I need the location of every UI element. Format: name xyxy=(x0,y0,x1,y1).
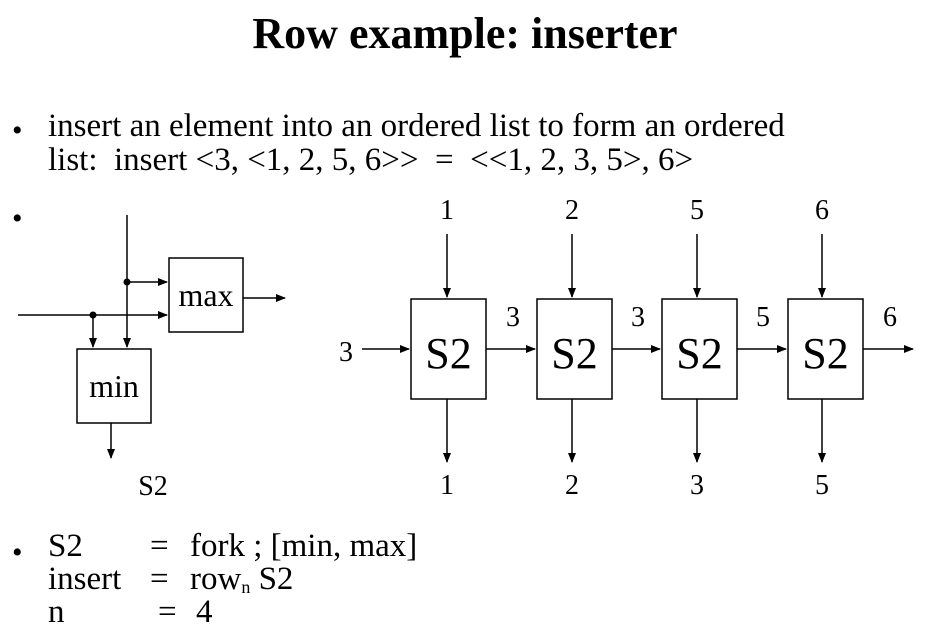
bottom-output-4: 5 xyxy=(815,470,829,501)
definition-n-value: 4 xyxy=(196,594,213,630)
s2-block-4-label: S2 xyxy=(802,329,848,378)
definition-n-eq: = xyxy=(158,594,177,630)
right-output-label: 6 xyxy=(883,302,897,333)
top-input-3: 5 xyxy=(690,195,704,226)
bullet-1-line-1: insert an element into an ordered list t… xyxy=(48,108,785,144)
definition-s2-eq: = xyxy=(150,528,169,564)
bullet-marker-3: • xyxy=(12,536,23,569)
s2-block-1-label: S2 xyxy=(425,329,471,378)
s2-block-2 xyxy=(536,298,613,400)
top-input-4: 6 xyxy=(815,195,829,226)
bottom-output-2: 2 xyxy=(565,470,579,501)
definition-insert-eq: = xyxy=(150,561,169,597)
s2-block-1 xyxy=(410,298,487,400)
s2-block-3 xyxy=(661,298,738,400)
max-label: max xyxy=(178,277,233,313)
fork-dot-vertical xyxy=(123,278,131,286)
inserter-chain: S2 S2 S2 S2 1 2 5 6 1 2 3 5 3 3 3 xyxy=(339,195,914,501)
s2-internal-diagram: max min S2 xyxy=(18,215,286,502)
definition-insert-value: rown S2 xyxy=(190,563,293,604)
link-label-2: 3 xyxy=(631,302,645,333)
bottom-output-1: 1 xyxy=(440,470,454,501)
max-box xyxy=(168,257,244,333)
definition-insert-name: insert xyxy=(48,561,122,597)
definition-s2-name: S2 xyxy=(48,528,83,564)
bottom-output-3: 3 xyxy=(690,470,704,501)
link-label-1: 3 xyxy=(506,302,520,333)
fork-dot-horizontal xyxy=(89,311,97,319)
top-input-2: 2 xyxy=(565,195,579,226)
definition-s2-value: fork ; [min, max] xyxy=(190,528,418,564)
link-label-3: 5 xyxy=(756,302,770,333)
s2-block-3-label: S2 xyxy=(676,329,722,378)
min-box xyxy=(76,348,152,424)
bullet-1-line-2: list: insert <3, <1, 2, 5, 6>> = <<1, 2,… xyxy=(48,142,694,178)
definition-insert-arg: S2 xyxy=(258,561,294,597)
definition-insert-row: row xyxy=(190,561,242,597)
bullet-marker-2: • xyxy=(12,202,23,235)
definition-insert-subscript: n xyxy=(241,577,251,597)
definition-n-name: n xyxy=(48,594,65,630)
s2-block-4 xyxy=(787,298,864,400)
min-label: min xyxy=(89,368,139,404)
top-input-1: 1 xyxy=(440,195,454,226)
page-title: Row example: inserter xyxy=(252,9,678,58)
bullet-marker-1: • xyxy=(12,114,23,147)
left-input-label: 3 xyxy=(339,337,353,368)
s2-caption: S2 xyxy=(138,471,168,502)
s2-block-2-label: S2 xyxy=(551,329,597,378)
